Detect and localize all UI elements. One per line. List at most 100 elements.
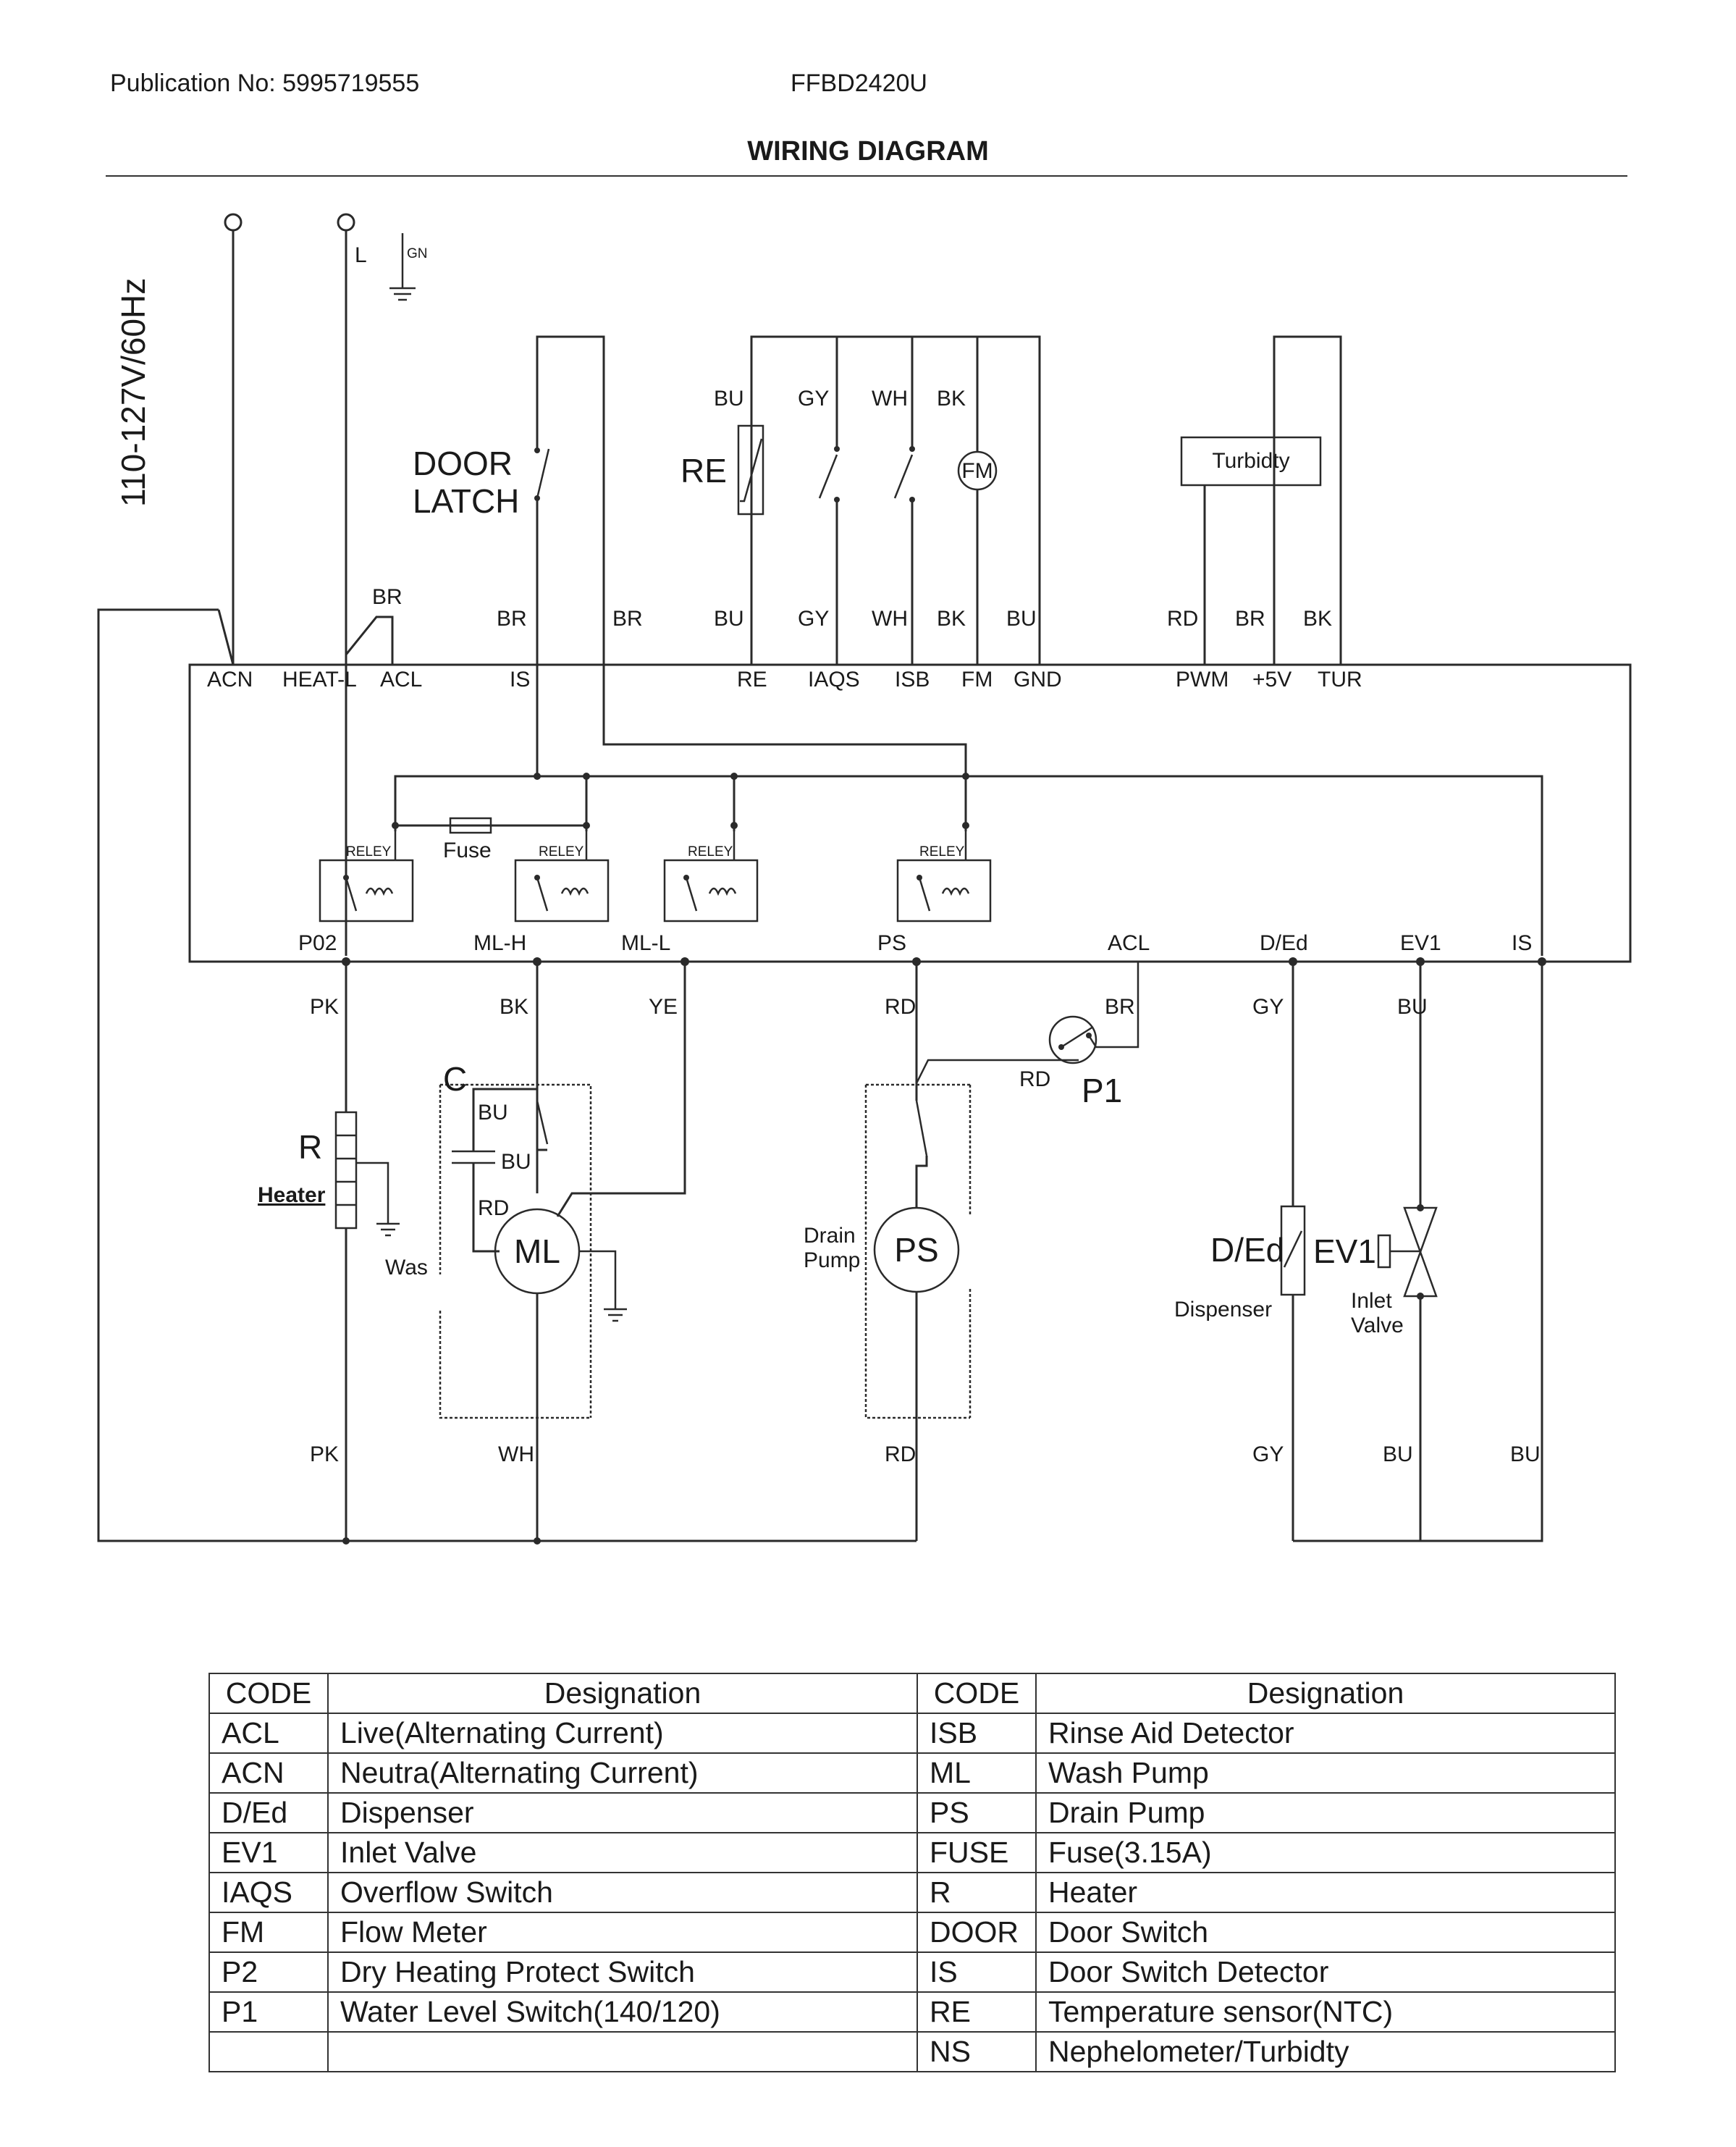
isb-wire-color: WH [872,607,908,631]
fuse-label: Fuse [443,839,492,862]
output-return-bus [1293,962,1543,1542]
valve-label: Valve [1351,1314,1404,1337]
turbidity-label: Turbidty [1212,449,1289,473]
legend-designation: Wash Pump [1035,1752,1616,1794]
wash-pump-switch-icon [536,1100,549,1145]
legend-code: D/Ed [208,1792,329,1833]
legend-designation: Door Switch [1035,1912,1616,1953]
model-number: FFBD2420U [791,70,927,97]
legend-code [208,2031,329,2072]
drain-pump-motor-icon: PS [873,1206,960,1293]
ps-wire-color-bottom: RD [885,1442,916,1466]
door-return-wire-color: BR [612,607,643,631]
iaqs-wire-color: GY [798,607,829,631]
capacitor-upper-wire [472,1088,537,1151]
door-latch-switch-icon [534,448,550,501]
live-terminal-icon [337,213,355,232]
legend-code: IS [917,1951,1037,1993]
fm-wire-color-top: BK [937,387,966,411]
relay-ps-label: RELEY [919,844,965,860]
terminal-ml-l: ML-L [621,931,670,955]
terminal-ded: D/Ed [1260,931,1308,955]
isb-wire-color-top: WH [872,387,908,411]
terminal-re: RE [737,668,767,692]
mlh-wire-color: BK [500,995,528,1019]
heater-wire-color-bottom: PK [310,1442,339,1466]
legend-header-row: CODE Designation CODE Designation [208,1673,1616,1714]
wash-pump-motor-icon: ML [494,1208,581,1295]
relay-mlh-icon: RELEY [514,844,610,923]
bus-junction-dots [392,773,969,829]
legend-designation: Rinse Aid Detector [1035,1713,1616,1754]
terminal-fm: FM [961,668,993,692]
acl-wire-color: BR [1105,995,1135,1019]
return-bus-dots [342,1537,541,1545]
tur-wire-color: BK [1303,607,1332,631]
legend-designation: Heater [1035,1872,1616,1913]
terminal-is-bottom: IS [1512,931,1532,955]
legend-designation: Overflow Switch [327,1872,918,1913]
latch-label: LATCH [413,482,519,520]
p1-wire-color: RD [1019,1067,1050,1091]
fm-wire-color: BK [937,607,966,631]
legend-designation: Flow Meter [327,1912,918,1953]
overflow-switch-icon [818,446,840,503]
was-label: Was [385,1256,428,1280]
terminal-5v: +5V [1252,668,1292,692]
drain-pump-switch-icon [915,1100,928,1156]
legend-designation: Nephelometer/Turbidty [1035,2031,1616,2072]
capacitor-icon [452,1150,495,1164]
door-latch-return-wire [536,335,967,814]
dispenser-label: Dispenser [1174,1298,1272,1322]
rinse-aid-switch-icon [893,446,915,503]
relay-ps-icon: RELEY [896,844,992,923]
terminal-gnd: GND [1014,668,1062,692]
p1-acl-wire [1087,962,1139,1049]
wiring-diagram: 110-127V/60Hz L GN ACN HEAT-L ACL IS RE … [97,213,1632,1545]
iaqs-wire-color-top: GY [798,387,829,411]
legend-code: P1 [208,1991,329,2033]
legend-designation: Dry Heating Protect Switch [327,1951,918,1993]
legend-designation: Water Level Switch(140/120) [327,1991,918,2033]
legend-header-designation: Designation [1035,1673,1616,1714]
terminal-tur: TUR [1318,668,1362,692]
drain-pump-motor-wire [915,1156,928,1208]
wash-pump-return-color: WH [498,1442,534,1466]
legend-code: ML [917,1752,1037,1794]
p1-link-wire [915,1059,1079,1084]
water-level-switch-icon [1048,1015,1097,1064]
legend-code: FUSE [917,1832,1037,1873]
legend-code: ACL [208,1713,329,1754]
re-wire-color: BU [714,607,744,631]
legend-header-designation: Designation [327,1673,918,1714]
publication-number: Publication No: 5995719555 [110,70,420,97]
ded-wire-color-bottom: GY [1252,1442,1284,1466]
relay-common-bus [394,775,1543,956]
temperature-sensor-icon [737,424,764,516]
title-divider [106,175,1627,177]
terminal-pwm: PWM [1176,668,1229,692]
motor-wire-color-3: RD [478,1196,509,1220]
terminal-acl-bottom: ACL [1108,931,1150,955]
gnd-wire-color: BU [1006,607,1037,631]
terminal-heat-l: HEAT-L [282,668,357,692]
legend-code: RE [917,1991,1037,2033]
legend-code: FM [208,1912,329,1953]
legend-code: DOOR [917,1912,1037,1953]
turbidity-sensor-box [1180,436,1322,487]
motor-wire-color-1: BU [478,1101,508,1125]
ps-wire-color-top: RD [885,995,916,1019]
legend-code: ISB [917,1713,1037,1754]
br-jumper-label: BR [372,585,403,609]
p1-label: P1 [1082,1072,1122,1109]
neutral-return-link [217,609,235,665]
motor-wire-color-2: BU [501,1150,531,1174]
motor-ground-wire [579,1250,617,1309]
ded-symbol-label: D/Ed [1210,1231,1284,1269]
terminal-ev1: EV1 [1400,931,1441,955]
legend-designation: Dispenser [327,1792,918,1833]
re-wire-color-top: BU [714,387,744,411]
